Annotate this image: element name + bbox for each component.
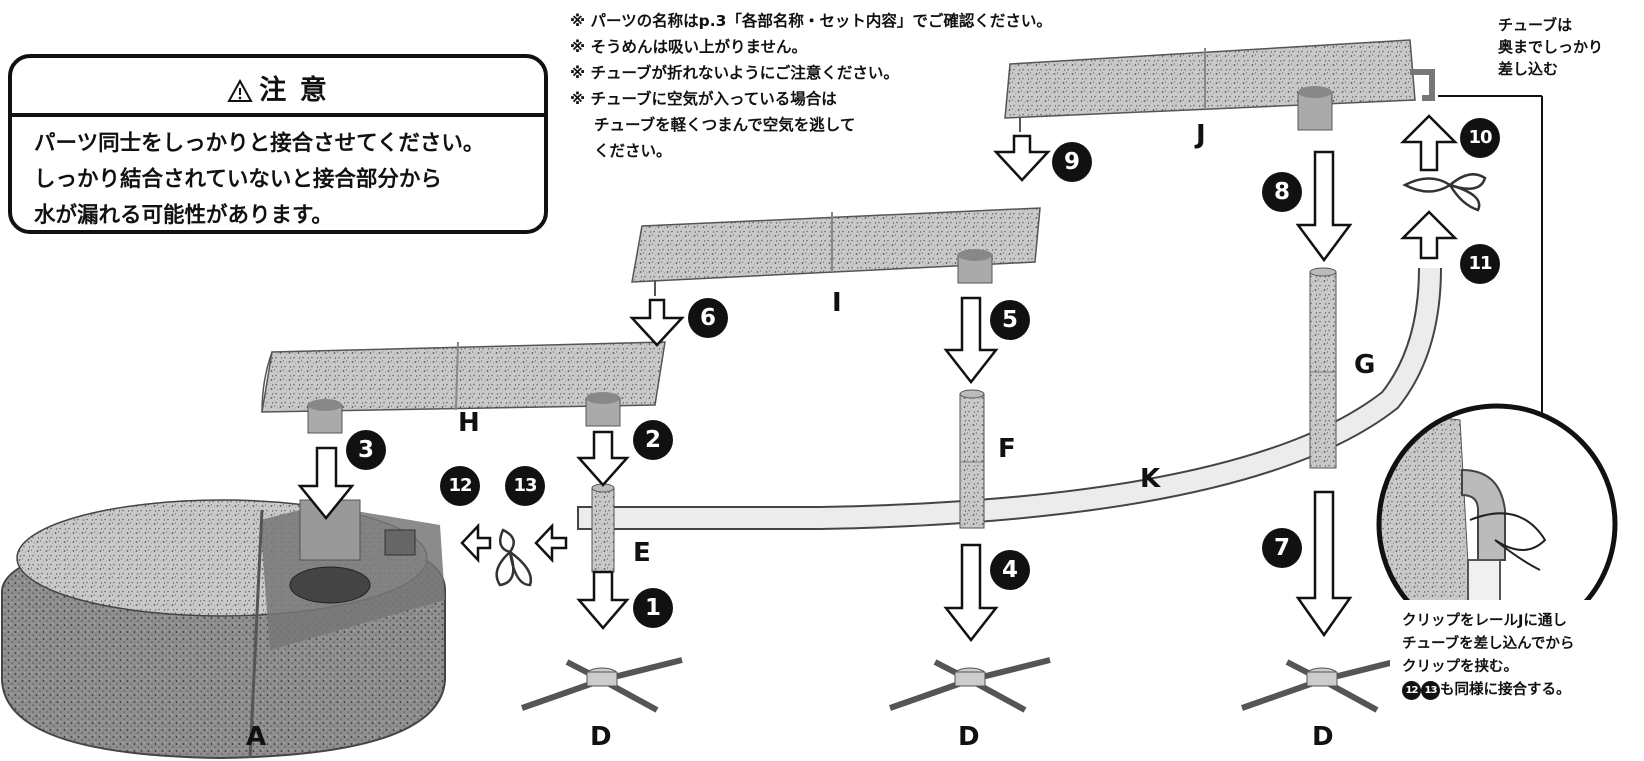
step-badge-11: 11 [1460,244,1500,284]
stand-d-3 [1241,657,1403,713]
arrow-up-icon [1399,114,1459,172]
rail-h [261,341,666,434]
clip-note-line: チューブを差し込んでから [1402,636,1575,652]
arrow-down-icon [943,296,999,385]
tube-note-line: 奥までしっかり [1498,38,1604,56]
stand-d-2 [889,657,1051,713]
clip-icon [495,528,533,587]
step-badge-mini: 12 [1402,681,1421,700]
step-badge-10: 10 [1460,118,1500,158]
caution-title: 注 意 [259,75,329,106]
caution-title-row: 注 意 [12,68,544,107]
caution-line: 水が漏れる可能性があります。 [34,203,333,228]
pole-g [1309,267,1337,469]
step-badge-mini: 13 [1421,681,1440,700]
clip-note-line: クリップを挟む。 [1402,659,1518,675]
arrow-down-icon [1295,490,1353,638]
step-badge-12: 12 [440,466,480,506]
rail-j [1004,39,1435,132]
step-badge-8: 8 [1262,172,1302,212]
step-badge-6: 6 [688,298,728,338]
part-label-d: D [590,722,612,752]
note-item: ください。 [594,142,672,160]
arrow-down-icon [576,570,630,630]
tube-note: チューブは 奥までしっかり 差し込む [1498,14,1603,80]
clip-icon [1402,173,1487,212]
step-badge-1: 1 [633,588,673,628]
part-label-i: I [832,288,842,318]
warning-triangle-icon [227,78,253,102]
step-badge-4: 4 [990,550,1030,590]
clip-note-text: も同様に接合する。 [1440,682,1571,698]
note-item: ※ チューブが折れないようにご注意ください。 [570,64,899,82]
arrow-down-icon [576,430,630,487]
step-badge-2: 2 [633,420,673,460]
part-label-e: E [633,538,651,568]
part-label-d: D [958,722,980,752]
clip-note-line: クリップをレールJに通し [1402,613,1567,629]
arrow-left-icon [460,522,492,564]
stand-d-1 [521,657,683,713]
caution-divider [12,113,544,117]
magnified-detail [1376,95,1622,710]
arrow-down-icon [943,543,999,643]
pole-e [591,483,615,573]
arrow-down-icon [629,298,685,347]
step-badge-7: 7 [1262,528,1302,568]
part-label-k: K [1140,464,1161,494]
arrow-left-icon [534,522,568,564]
caution-box: 注 意 パーツ同士をしっかりと接合させてください。 しっかり結合されていないと接… [8,54,548,234]
basin-a [0,499,446,760]
notes-list: ※ パーツの名称はp.3「各部名称・セット内容」でご確認ください。 ※ そうめん… [570,8,1052,164]
note-item: ※ チューブに空気が入っている場合は [570,90,837,108]
tube-note-line: 差し込む [1498,60,1559,78]
part-label-f: F [998,434,1016,464]
arrow-down-icon [297,446,355,520]
part-label-a: A [246,722,267,752]
part-label-h: H [458,408,480,438]
caution-body: パーツ同士をしっかりと接合させてください。 しっかり結合されていないと接合部分か… [34,126,484,234]
part-label-j: J [1196,120,1206,150]
step-badge-5: 5 [990,300,1030,340]
step-badge-9: 9 [1052,142,1092,182]
tube-note-line: チューブは [1498,16,1573,34]
part-label-g: G [1354,350,1376,380]
arrow-down-icon [993,134,1051,182]
note-item: チューブを軽くつまんで空気を逃して [594,116,856,134]
step-badge-13: 13 [505,466,545,506]
arrow-down-icon [1295,150,1353,263]
arrow-up-icon [1399,210,1459,260]
step-badge-3: 3 [346,430,386,470]
part-label-d: D [1312,722,1334,752]
note-item: ※ そうめんは吸い上がりません。 [570,38,808,56]
pole-f [959,389,985,529]
caution-line: パーツ同士をしっかりと接合させてください。 [34,131,485,156]
caution-line: しっかり結合されていないと接合部分から [34,167,442,192]
rail-i [631,207,1041,296]
note-item: ※ パーツの名称はp.3「各部名称・セット内容」でご確認ください。 [570,12,1052,30]
